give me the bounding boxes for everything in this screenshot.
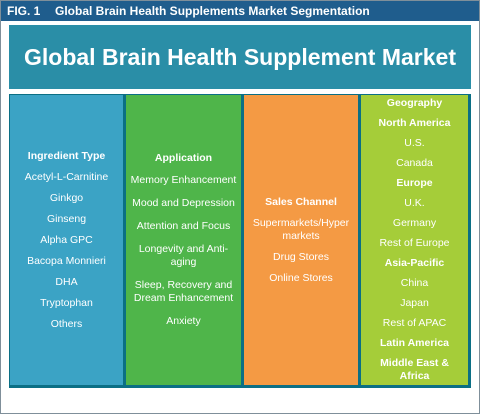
segment-item: Alpha GPC xyxy=(40,233,93,246)
segment-item: Germany xyxy=(392,217,437,229)
segment-sales-channel: Sales Channel Supermarkets/Hyper markets… xyxy=(244,95,358,385)
segment-item: Ginkgo xyxy=(49,191,84,204)
segment-item: DHA xyxy=(55,275,78,288)
segment-item: Acetyl-L-Carnitine xyxy=(24,170,109,183)
segment-item: Online Stores xyxy=(269,271,333,284)
segment-geography: Geography North America U.S. Canada Euro… xyxy=(361,95,468,385)
region-heading: Europe xyxy=(396,177,433,189)
figure-label: FIG. 1 xyxy=(7,4,41,18)
segment-item: U.S. xyxy=(404,137,425,149)
segment-heading: Ingredient Type xyxy=(27,149,106,162)
segment-item: Memory Enhancement xyxy=(130,173,237,186)
segment-item: China xyxy=(400,277,429,289)
segment-item: U.K. xyxy=(404,197,425,209)
segment-heading: Sales Channel xyxy=(265,195,337,208)
segment-item: Anxiety xyxy=(166,314,201,327)
segment-item: Japan xyxy=(400,297,429,309)
segment-item: Bacopa Monnieri xyxy=(27,254,106,267)
segment-item: Tryptophan xyxy=(40,296,93,309)
region-heading: Latin America xyxy=(379,337,450,349)
region-heading: Asia-Pacific xyxy=(384,257,445,269)
region-heading: Middle East & Africa xyxy=(380,357,449,382)
segment-application: Application Memory Enhancement Mood and … xyxy=(126,95,241,385)
segment-item: Ginseng xyxy=(46,212,87,225)
segment-item: Sleep, Recovery and Dream Enhancement xyxy=(133,278,234,304)
segment-item: Canada xyxy=(396,157,433,169)
segment-ingredient-type: Ingredient Type Acetyl-L-Carnitine Ginkg… xyxy=(10,95,123,385)
segment-item: Attention and Focus xyxy=(136,219,231,232)
main-title-box: Global Brain Health Supplement Market xyxy=(9,25,471,89)
segment-heading: Geography xyxy=(386,97,443,109)
segment-item: Drug Stores xyxy=(272,250,330,263)
segment-heading: Application xyxy=(154,151,213,164)
region-heading: North America xyxy=(378,117,451,129)
segment-item: Mood and Depression xyxy=(132,196,235,209)
main-title: Global Brain Health Supplement Market xyxy=(24,43,456,70)
segment-item: Rest of APAC xyxy=(382,317,447,329)
segment-item: Others xyxy=(50,317,83,330)
segment-item: Rest of Europe xyxy=(379,237,450,249)
segment-item: Longevity and Anti-aging xyxy=(138,242,229,268)
figure-title: Global Brain Health Supplements Market S… xyxy=(55,4,370,18)
segment-item: Supermarkets/Hyper markets xyxy=(252,216,350,242)
figure-header: FIG. 1 Global Brain Health Supplements M… xyxy=(1,1,479,21)
